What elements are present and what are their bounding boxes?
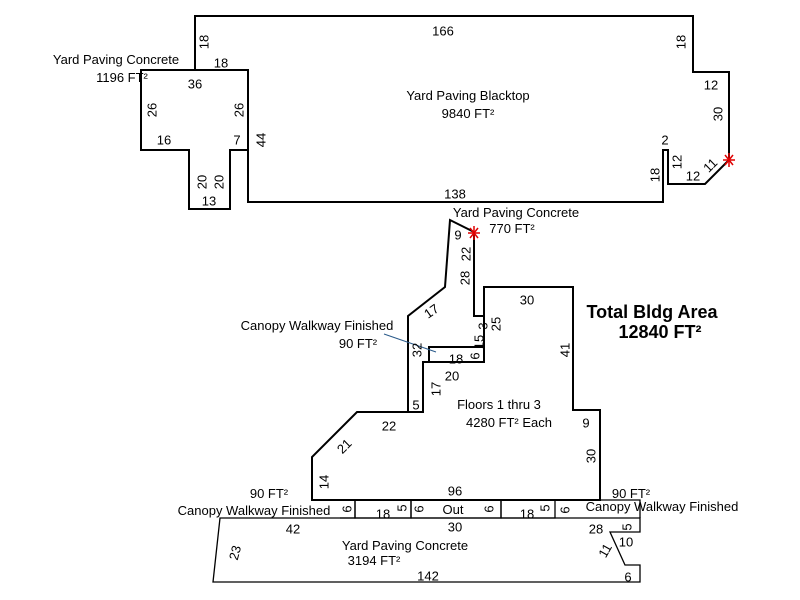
dimension-label: 44 — [253, 133, 268, 147]
area-value: 90 FT² — [250, 486, 289, 501]
dimension-label: 5 — [394, 504, 409, 511]
dimension-label: 18 — [214, 55, 228, 70]
dimension-label: 18 — [376, 506, 390, 521]
yard-blacktop-outline — [194, 15, 730, 203]
dimension-label: 10 — [619, 534, 633, 549]
dimension-label: 12 — [669, 155, 684, 169]
dimension-label: 12 — [704, 77, 718, 92]
area-value: 770 FT² — [489, 221, 535, 236]
dimension-label: 20 — [445, 368, 459, 383]
dimension-label: 18 — [520, 506, 534, 521]
dimension-label: 20 — [194, 175, 209, 189]
dimension-label: 6 — [411, 505, 426, 512]
dimension-label: 32 — [409, 343, 424, 357]
main-building-outline — [311, 286, 601, 501]
dimension-label: 6 — [467, 352, 482, 359]
area-value: 4280 FT² Each — [466, 415, 552, 430]
area-value: 3194 FT² — [348, 553, 401, 568]
area-label: Yard Paving Blacktop — [406, 88, 529, 103]
total-label: Total Bldg Area — [586, 302, 718, 322]
area-value: 90 FT² — [612, 486, 651, 501]
area-label: Yard Paving Concrete — [53, 52, 179, 67]
dimension-label: 5 — [619, 523, 634, 530]
dimension-label: 6 — [481, 505, 496, 512]
area-label: Canopy Walkway Finished — [586, 499, 739, 514]
dimension-label: 15 — [471, 335, 486, 349]
dimension-label: 13 — [202, 193, 216, 208]
dimension-label: 6 — [557, 506, 572, 513]
dimension-label: 9 — [454, 227, 461, 242]
dimension-label: 5 — [537, 504, 552, 511]
area-value: 1196 FT² — [96, 70, 148, 85]
yard-concrete-mid-outline — [407, 218, 475, 412]
dimension-label: 138 — [444, 186, 466, 201]
dimension-label: 7 — [233, 132, 240, 147]
out-label: Out — [443, 502, 464, 517]
dimension-label: 17 — [428, 382, 443, 396]
dimension-label: 30 — [710, 107, 725, 121]
dimension-label: 12 — [686, 168, 700, 183]
dimension-label: 2 — [661, 132, 668, 147]
dimension-label: 36 — [188, 76, 202, 91]
yard-concrete-top-outline — [140, 69, 248, 210]
dimension-label: 30 — [448, 519, 462, 534]
canopy-mid-outline — [428, 346, 484, 362]
dimension-label: 30 — [520, 292, 534, 307]
area-value: 90 FT² — [339, 336, 378, 351]
dimension-label: 21 — [334, 436, 355, 457]
dimension-label: 166 — [432, 23, 454, 38]
dimension-label: 96 — [448, 483, 462, 498]
dimension-label: 22 — [382, 418, 396, 433]
total-value: 12840 FT² — [618, 322, 701, 342]
dimension-label: 6 — [624, 569, 631, 584]
area-label: Floors 1 thru 3 — [457, 397, 541, 412]
dimension-label: 9 — [582, 415, 589, 430]
dimension-label: 16 — [157, 132, 171, 147]
dimension-label: 23 — [226, 544, 244, 562]
dimension-label: 26 — [231, 103, 246, 117]
dimension-label: 26 — [144, 103, 159, 117]
area-label: Yard Paving Concrete — [342, 538, 468, 553]
area-label: Canopy Walkway Finished — [178, 503, 331, 518]
dimension-label: 28 — [457, 271, 472, 285]
area-value: 9840 FT² — [442, 106, 495, 121]
dimension-label: 30 — [583, 449, 598, 463]
dimension-label: 22 — [458, 247, 473, 261]
area-label: Canopy Walkway Finished — [241, 318, 394, 333]
canopy-leader-line — [383, 333, 437, 353]
dimension-label: 17 — [421, 301, 441, 322]
marker-star-icon — [723, 153, 735, 167]
dimension-label: 28 — [589, 521, 603, 536]
canopy-right-outline — [555, 499, 641, 518]
dimension-label: 142 — [417, 568, 439, 583]
dimension-label: 18 — [673, 35, 688, 49]
dimension-label: 5 — [412, 397, 419, 412]
yard-concrete-mid-edge — [473, 232, 484, 317]
dimension-label: 14 — [316, 475, 331, 489]
dimension-label: 20 — [211, 175, 226, 189]
dimension-label: 42 — [286, 521, 300, 536]
area-label: Yard Paving Concrete — [453, 205, 579, 220]
dimension-label: 18 — [449, 351, 463, 366]
dimension-label: 6 — [339, 505, 354, 512]
dimension-label: 11 — [595, 541, 615, 560]
dimension-label: 18 — [196, 35, 211, 49]
dimension-label: 18 — [647, 168, 662, 182]
dimension-label: 25 — [488, 317, 503, 331]
dimension-label: 3 — [475, 322, 490, 329]
dimension-label: 41 — [557, 343, 572, 357]
marker-star-icon — [468, 226, 480, 240]
yard-concrete-bottom-outline — [212, 517, 641, 583]
